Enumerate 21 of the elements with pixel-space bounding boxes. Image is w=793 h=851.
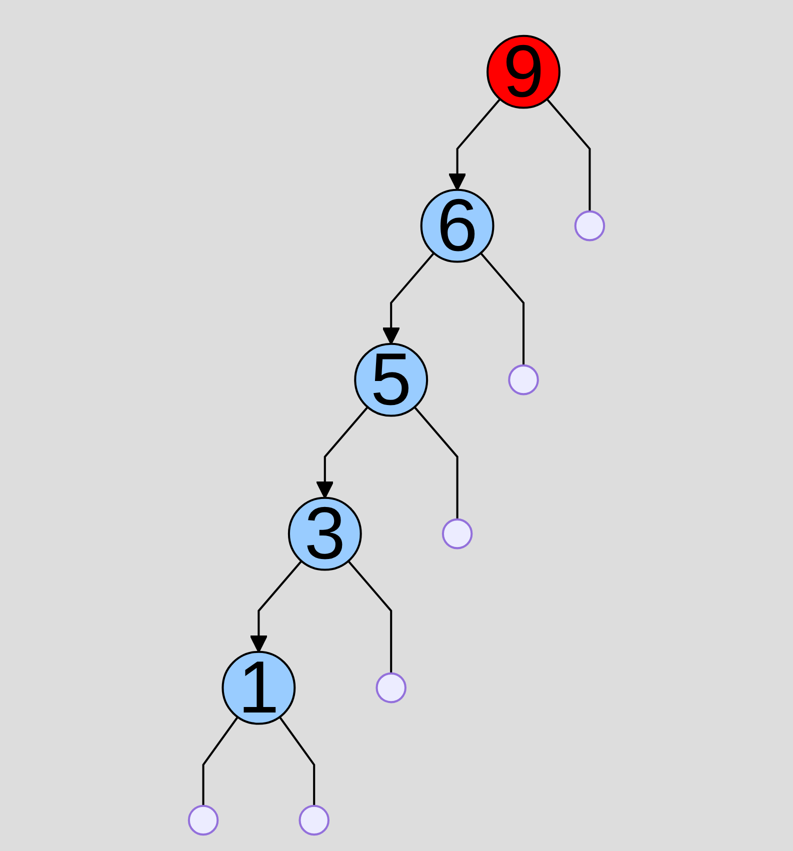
connector [202, 716, 239, 806]
node-circle: 6 [420, 188, 494, 263]
node-circle [508, 364, 539, 396]
node-circle: 5 [354, 342, 428, 417]
connector [480, 252, 525, 366]
connector [546, 98, 591, 212]
node-circle: 1 [222, 650, 296, 725]
connector [278, 716, 316, 806]
node-circle: 3 [288, 496, 362, 571]
arrow [250, 560, 302, 653]
node-circle [376, 672, 406, 704]
node-circle: 9 [486, 34, 560, 109]
connector [348, 560, 392, 674]
node-circle [442, 518, 473, 550]
node-circle [188, 804, 219, 836]
connector [414, 406, 458, 520]
node-circle [298, 804, 330, 836]
arrow [448, 98, 501, 191]
node-circle [574, 210, 606, 242]
arrow [316, 406, 368, 499]
arrow [382, 252, 435, 345]
